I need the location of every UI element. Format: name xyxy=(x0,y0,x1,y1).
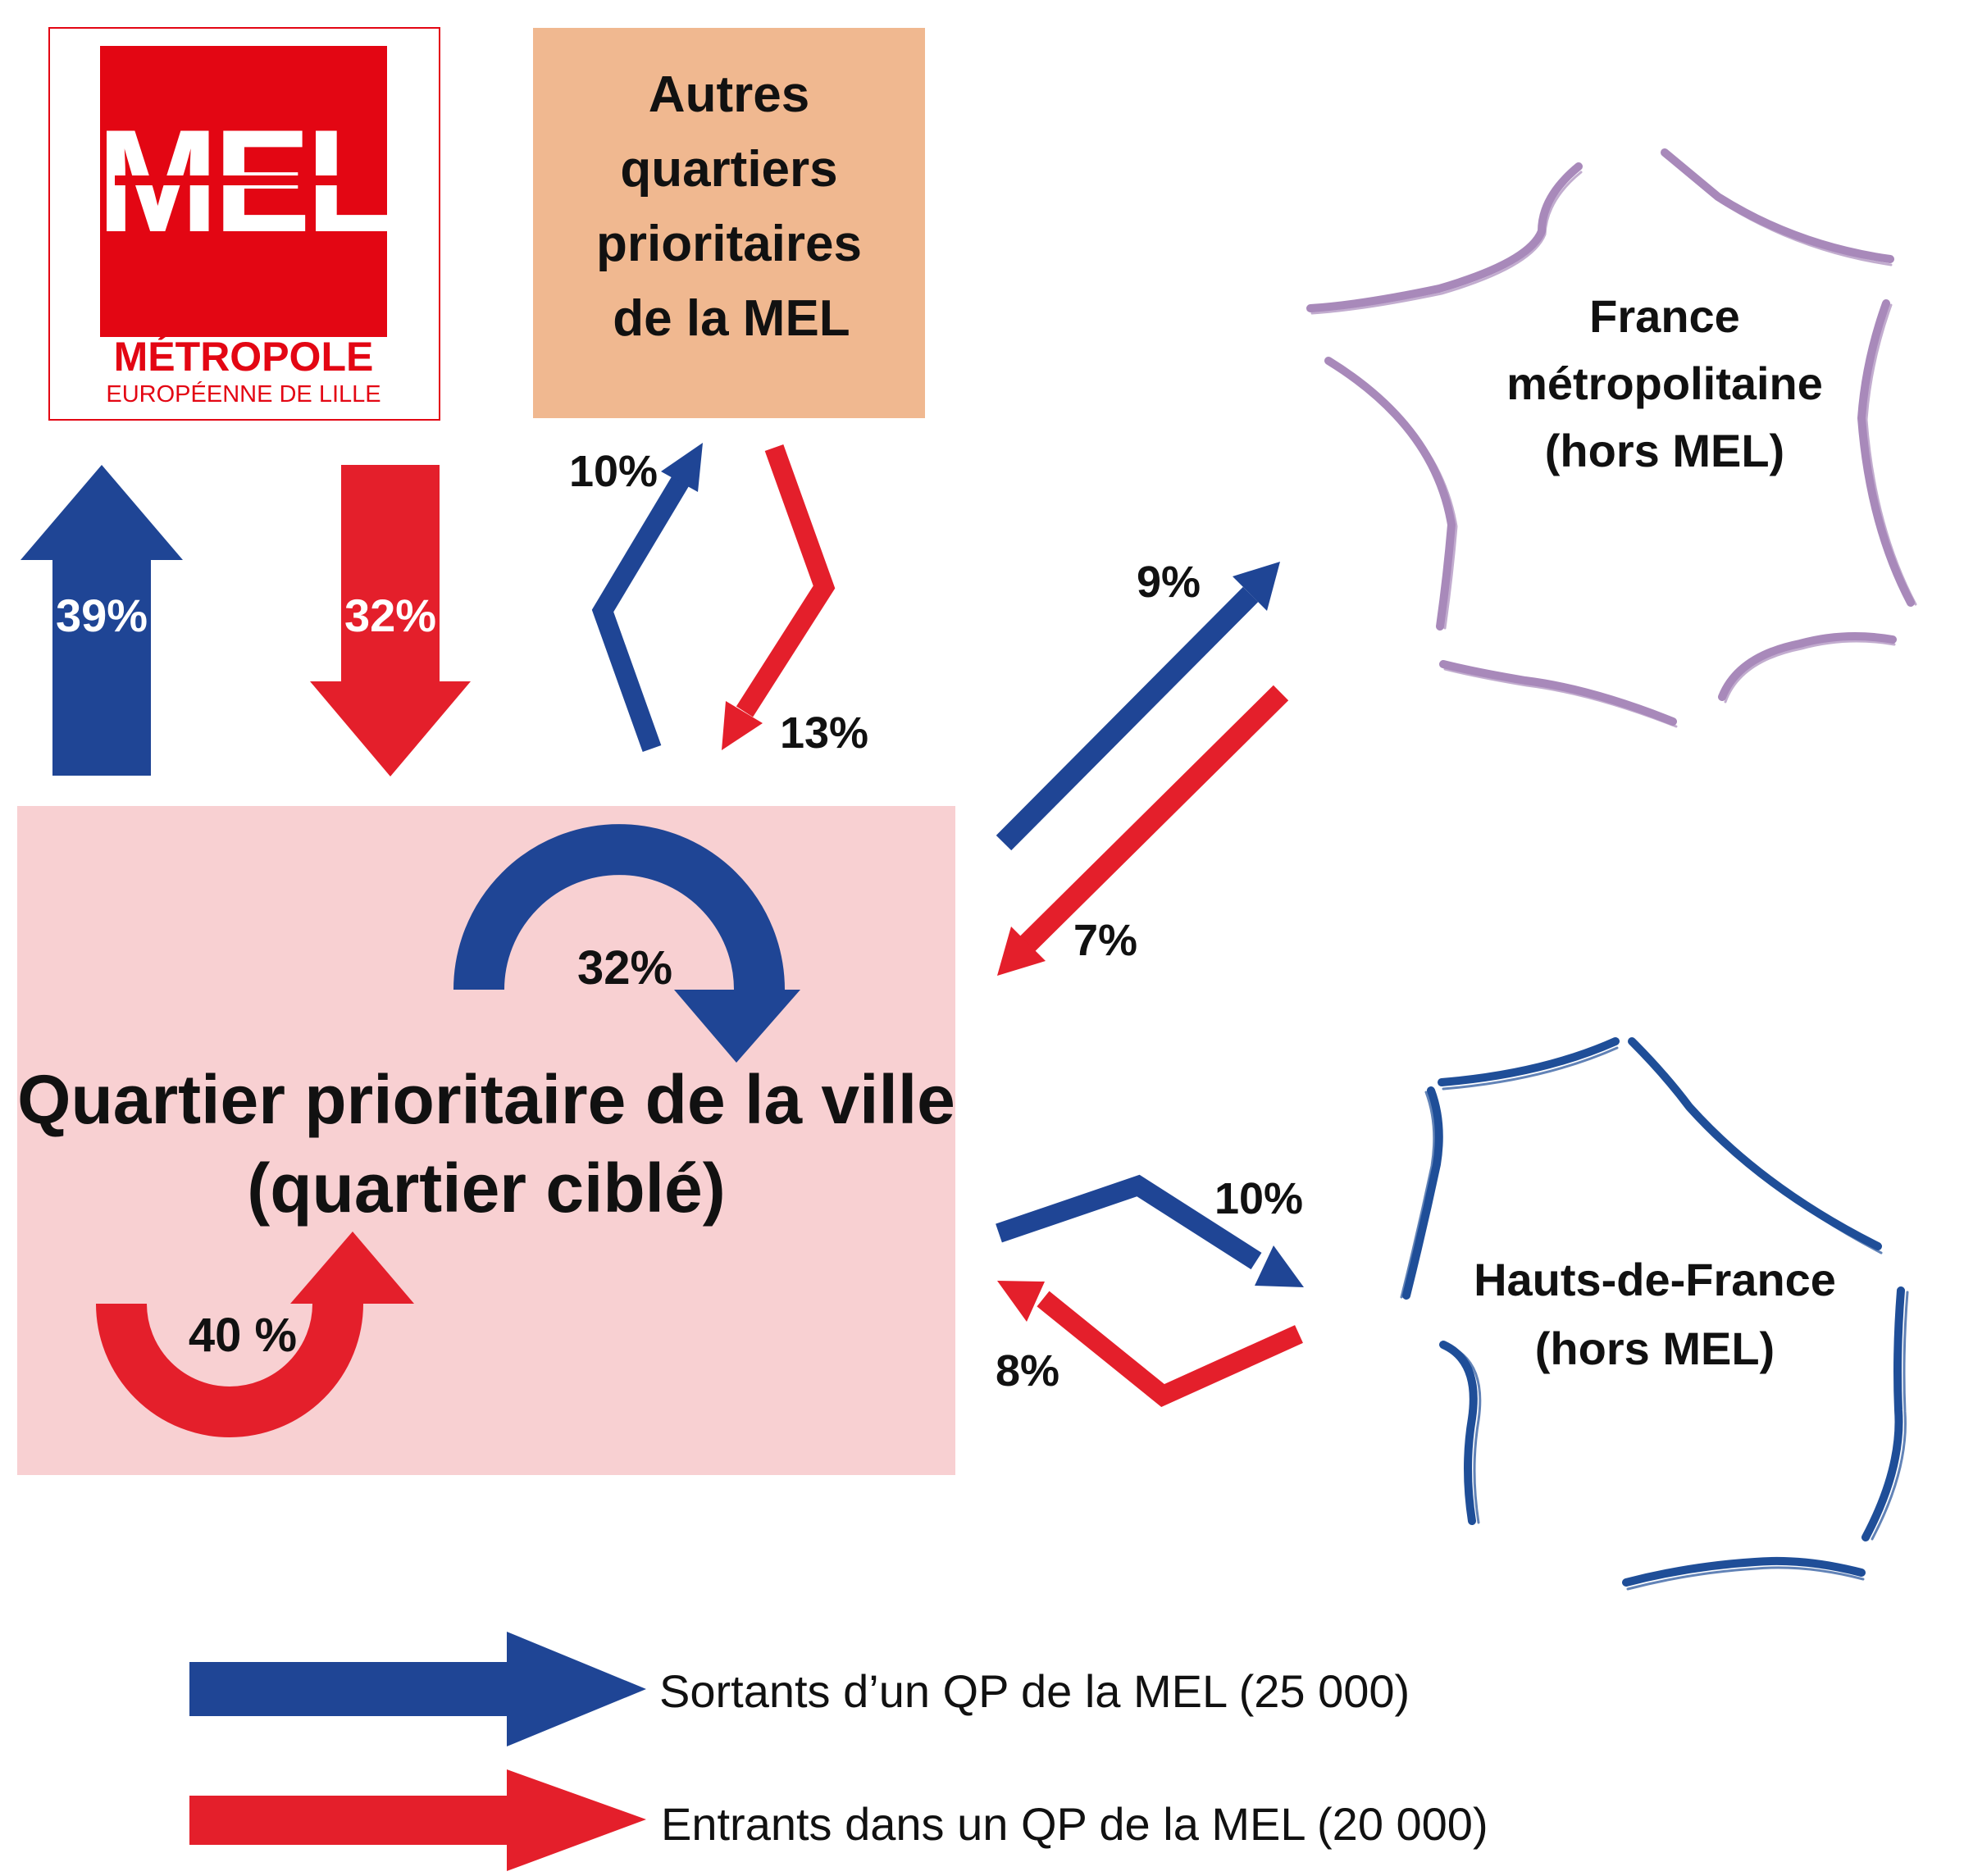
legend-incoming-arrow xyxy=(189,1769,646,1871)
hdf-line-1: Hauts-de-France xyxy=(1474,1254,1836,1305)
arrow-france-in xyxy=(997,685,1289,976)
label-hdf-out: 10% xyxy=(1214,1174,1303,1223)
legend-outgoing-label: Sortants d’un QP de la MEL (25 000) xyxy=(659,1665,1410,1717)
logo-line-2: EUROPÉENNE DE LILLE xyxy=(106,380,380,408)
label-france-out: 9% xyxy=(1137,558,1201,607)
arrow-stay-in xyxy=(96,1232,414,1437)
legend-outgoing-arrow xyxy=(189,1632,646,1746)
label-hdf-in: 8% xyxy=(996,1346,1059,1396)
target-line-1: Quartier prioritaire de la ville xyxy=(17,1061,955,1138)
arrow-other-out xyxy=(591,443,703,753)
france-line-1: France xyxy=(1589,290,1740,342)
arrow-mel-in xyxy=(310,465,471,776)
label-other-in: 13% xyxy=(780,708,868,758)
logo-line-1: MÉTROPOLE xyxy=(114,334,374,380)
arrow-stay-out xyxy=(453,824,800,1063)
other-qp-line-4: de la MEL xyxy=(613,290,850,347)
hdf-line-2: (hors MEL) xyxy=(1535,1323,1775,1374)
label-mel-in: 32% xyxy=(344,590,436,641)
france-line-3: (hors MEL) xyxy=(1545,425,1784,476)
arrow-france-out xyxy=(996,562,1280,851)
arrow-mel-out xyxy=(21,465,183,776)
legend: Sortants d’un QP de la MEL (25 000) Entr… xyxy=(189,1632,1488,1871)
arrow-hdf-in xyxy=(997,1281,1303,1407)
mel-logo: MEL MÉTROPOLE EUROPÉENNE DE LILLE xyxy=(48,27,440,421)
label-france-in: 7% xyxy=(1073,916,1137,965)
label-stay-in: 40 % xyxy=(189,1309,297,1362)
legend-incoming-label: Entrants dans un QP de la MEL (20 000) xyxy=(661,1798,1488,1850)
other-qp-line-2: quartiers xyxy=(620,141,837,198)
arrow-hdf-out xyxy=(996,1174,1304,1287)
target-line-2: (quartier ciblé) xyxy=(247,1150,725,1227)
other-qp-line-3: prioritaires xyxy=(596,216,862,272)
other-qp-box: Autres quartiers prioritaires de la MEL xyxy=(533,28,925,418)
label-stay-out: 32% xyxy=(577,941,672,995)
france-line-2: métropolitaine xyxy=(1506,357,1823,409)
label-mel-out: 39% xyxy=(56,590,148,641)
other-qp-line-1: Autres xyxy=(649,66,809,123)
france-region: France métropolitaine (hors MEL) xyxy=(1306,148,1917,728)
hdf-region: Hauts-de-France (hors MEL) xyxy=(1400,1037,1909,1591)
arrow-other-in xyxy=(722,444,836,750)
label-other-out: 10% xyxy=(569,447,658,496)
